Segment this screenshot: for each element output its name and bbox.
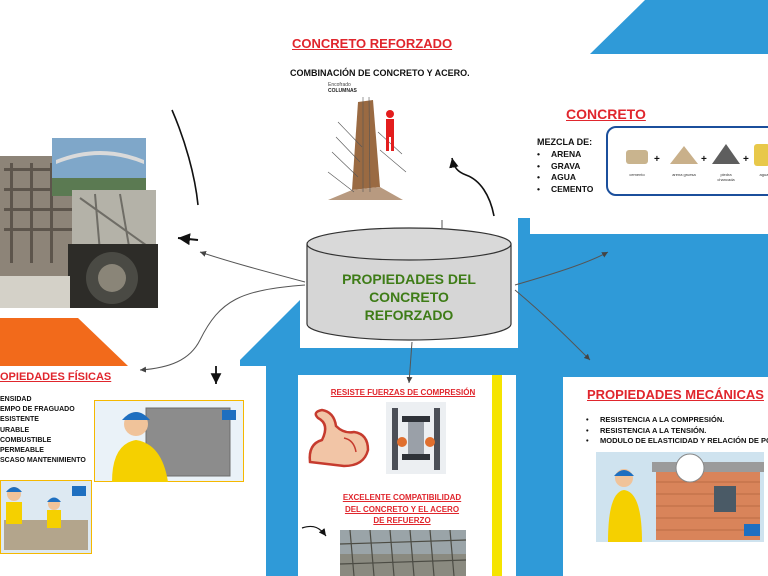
- ingredients-strip: + + + cemento arena gruesa piedra chanca…: [606, 126, 768, 196]
- arrow-to-mecanicas: [514, 289, 591, 361]
- svg-text:+: +: [701, 154, 707, 165]
- arrow-to-fisicas: [139, 284, 306, 373]
- arrow-to-cr-top: [449, 157, 495, 217]
- arrow-to-compat-image: [301, 525, 327, 537]
- list-item: RESISTENCIA A LA COMPRESIÓN.: [586, 415, 768, 426]
- ingredient-label: arena gruesa: [672, 172, 696, 177]
- concreto-title: CONCRETO: [566, 106, 646, 122]
- list-item: URABLE: [0, 426, 30, 434]
- curve-left-top: [171, 109, 199, 206]
- list-item: MODULO DE ELASTICIDAD Y RELACIÓN DE PO: [586, 436, 768, 447]
- propiedades-fisicas-title: OPIEDADES FÍSICAS: [0, 371, 112, 383]
- center-line-3: REFORZADO: [364, 307, 454, 323]
- list-item: RESISTENCIA A LA TENSIÓN.: [586, 426, 768, 437]
- mezcla-list: ARENA GRAVA AGUA CEMENTO: [537, 149, 593, 195]
- compression-test-illustration: [386, 402, 446, 474]
- reinforced-column-illustration: [318, 92, 418, 202]
- concreto-reforzado-title: CONCRETO REFORZADO: [292, 36, 453, 51]
- list-item: AGUA: [537, 172, 593, 184]
- ingredients-illustration: + + +: [626, 144, 768, 166]
- propiedades-mecanicas-title: PROPIEDADES MECÁNICAS: [587, 387, 764, 402]
- worker-brick-house-illustration: [596, 452, 764, 542]
- arrow-to-left-images: [199, 251, 306, 283]
- compat-line-3: DE REFUERZO: [373, 516, 431, 525]
- arrow-to-resiste: [406, 341, 413, 384]
- propiedades-fisicas-list: ENSIDAD EMPO DE FRAGUADO ESISTENTE URABL…: [0, 395, 86, 466]
- diagram-caption-small: Encofrado: [328, 82, 351, 88]
- ingredient-label: agua: [759, 172, 768, 177]
- list-item: ARENA: [537, 149, 593, 161]
- svg-text:+: +: [743, 154, 749, 165]
- center-node-cylinder: [306, 227, 512, 341]
- propiedades-mecanicas-list: RESISTENCIA A LA COMPRESIÓN. RESISTENCIA…: [586, 415, 768, 447]
- ingredient-label: cemento: [629, 172, 645, 177]
- worker-with-block-illustration: [94, 400, 244, 482]
- orange-triangle: [0, 318, 128, 366]
- list-item: COMBUSTIBLE: [0, 436, 52, 444]
- mezcla-label: MEZCLA DE:: [537, 137, 593, 147]
- center-line-1: PROPIEDADES DEL: [342, 271, 476, 287]
- compatibilidad-title: EXCELENTE COMPATIBILIDAD DEL CONCRETO Y …: [330, 492, 474, 527]
- svg-text:+: +: [654, 154, 660, 165]
- list-item: PERMEABLE: [0, 446, 44, 454]
- ingredient-label: piedra chancada: [717, 172, 735, 182]
- list-item: EMPO DE FRAGUADO: [0, 406, 75, 414]
- list-item: GRAVA: [537, 161, 593, 173]
- short-black-arrow: [177, 233, 199, 246]
- yellow-accent-bar: [492, 375, 502, 576]
- center-line-2: CONCRETO: [369, 289, 449, 305]
- compat-line-2: DEL CONCRETO Y EL ACERO: [344, 504, 460, 514]
- arrow-to-concreto: [514, 251, 609, 286]
- list-item: ESISTENTE: [0, 416, 39, 424]
- flexed-arm-icon: [308, 408, 370, 468]
- list-item: SCASO MANTENIMIENTO: [0, 457, 86, 465]
- resiste-compresion-title: RESISTE FUERZAS DE COMPRESIÓN: [330, 388, 476, 397]
- workers-building-illustration: [0, 480, 92, 554]
- center-node-title: PROPIEDADES DEL CONCRETO REFORZADO: [303, 270, 515, 324]
- top-right-blue-parallelogram: [590, 0, 768, 54]
- concreto-reforzado-subtitle: COMBINACIÓN DE CONCRETO Y ACERO.: [290, 68, 470, 78]
- rebar-photo: [340, 530, 466, 576]
- diagram-caption-bold: COLUMNAS: [328, 88, 357, 94]
- list-item: ENSIDAD: [0, 396, 32, 403]
- list-item: CEMENTO: [537, 184, 593, 196]
- compat-line-1: EXCELENTE COMPATIBILIDAD: [342, 493, 462, 502]
- construction-photo-collage: [0, 108, 158, 308]
